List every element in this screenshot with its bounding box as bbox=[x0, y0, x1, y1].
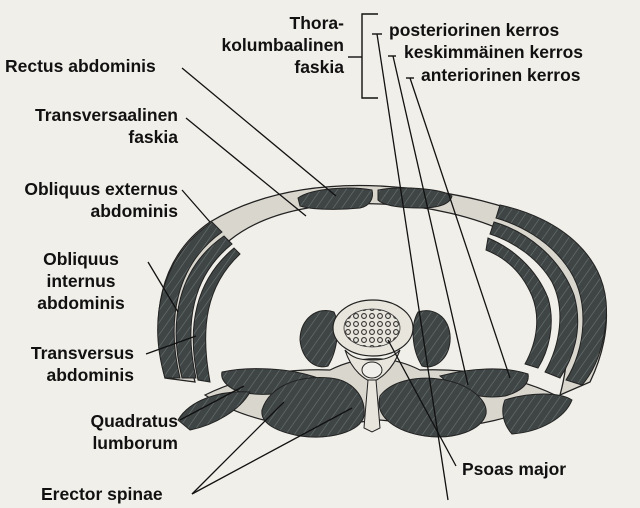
label-line: Transversus bbox=[30, 343, 134, 363]
rectus-abdominis-left-shape bbox=[297, 187, 373, 210]
label-quadratus-lumborum: Quadratus lumborum bbox=[90, 410, 178, 454]
leader-anterior bbox=[409, 77, 511, 379]
spinal-canal bbox=[361, 361, 383, 379]
label-line: Obliquus externus bbox=[24, 179, 178, 199]
leader-lines bbox=[145, 33, 511, 501]
label-line: internus bbox=[46, 271, 116, 291]
label-thoracolumbar-fascia: Thora- kolumbaalinen faskia bbox=[221, 12, 344, 78]
label-line: Obliquus bbox=[43, 249, 119, 269]
obliquus-externus-left-shape bbox=[157, 221, 223, 379]
leader-erector-1 bbox=[191, 401, 285, 495]
psoas-major-left-shape bbox=[299, 310, 338, 368]
label-line: Thora- bbox=[289, 13, 344, 33]
leader-middle bbox=[392, 55, 469, 386]
transversus-left-shape bbox=[192, 247, 241, 383]
label-erector-spinae: Erector spinae bbox=[41, 484, 163, 504]
leader-erector-2 bbox=[191, 407, 353, 495]
label-line: kolumbaalinen bbox=[221, 35, 344, 55]
label-obliquus-internus: Obliquus internus abdominis bbox=[22, 248, 140, 314]
label-posterior-layer: posteriorinen kerros bbox=[389, 20, 560, 40]
erector-spinae-right-shape bbox=[378, 377, 487, 438]
lateral-slip-right-shape bbox=[502, 393, 573, 435]
leader-obliquus-externus bbox=[181, 189, 211, 223]
obliquus-externus-right-shape bbox=[495, 204, 607, 386]
label-line: faskia bbox=[128, 127, 178, 147]
label-transversalis-fascia: Transversaalinen faskia bbox=[35, 104, 178, 148]
label-line: faskia bbox=[294, 57, 344, 77]
leader-obliquus-internus bbox=[147, 261, 179, 313]
label-middle-layer: keskimmäinen kerros bbox=[404, 42, 583, 62]
leader-quadratus bbox=[179, 385, 245, 421]
label-line: Transversaalinen bbox=[35, 105, 178, 125]
rectus-abdominis-right-shape bbox=[377, 187, 453, 209]
fascia-bracket bbox=[361, 13, 378, 99]
erector-spinae-left-shape bbox=[261, 376, 365, 438]
label-anterior-layer: anteriorinen kerros bbox=[421, 65, 581, 85]
label-obliquus-externus: Obliquus externus abdominis bbox=[24, 178, 178, 222]
label-psoas-major: Psoas major bbox=[462, 459, 567, 479]
spinous-process bbox=[363, 379, 381, 433]
label-line: lumborum bbox=[92, 433, 178, 453]
leader-rectus bbox=[181, 67, 337, 197]
obliquus-internus-right-shape bbox=[489, 221, 579, 379]
psoas-major-right-shape bbox=[412, 310, 451, 368]
label-line: abdominis bbox=[37, 293, 125, 313]
lateral-slip-left-shape bbox=[177, 391, 251, 431]
leader-transversalis bbox=[185, 117, 307, 217]
vertebral-spongy-bone bbox=[343, 308, 401, 348]
leader-psoas bbox=[387, 339, 457, 467]
leader-posterior bbox=[376, 33, 449, 501]
leader-transversus bbox=[145, 335, 197, 355]
label-line: abdominis bbox=[90, 201, 178, 221]
abdominal-wall-outline bbox=[157, 184, 608, 397]
label-rectus-abdominis: Rectus abdominis bbox=[5, 56, 156, 76]
label-transversus-abdominis: Transversus abdominis bbox=[31, 342, 134, 386]
label-line: Quadratus bbox=[90, 411, 178, 431]
label-line: abdominis bbox=[46, 365, 134, 385]
transversus-right-shape bbox=[485, 237, 552, 369]
